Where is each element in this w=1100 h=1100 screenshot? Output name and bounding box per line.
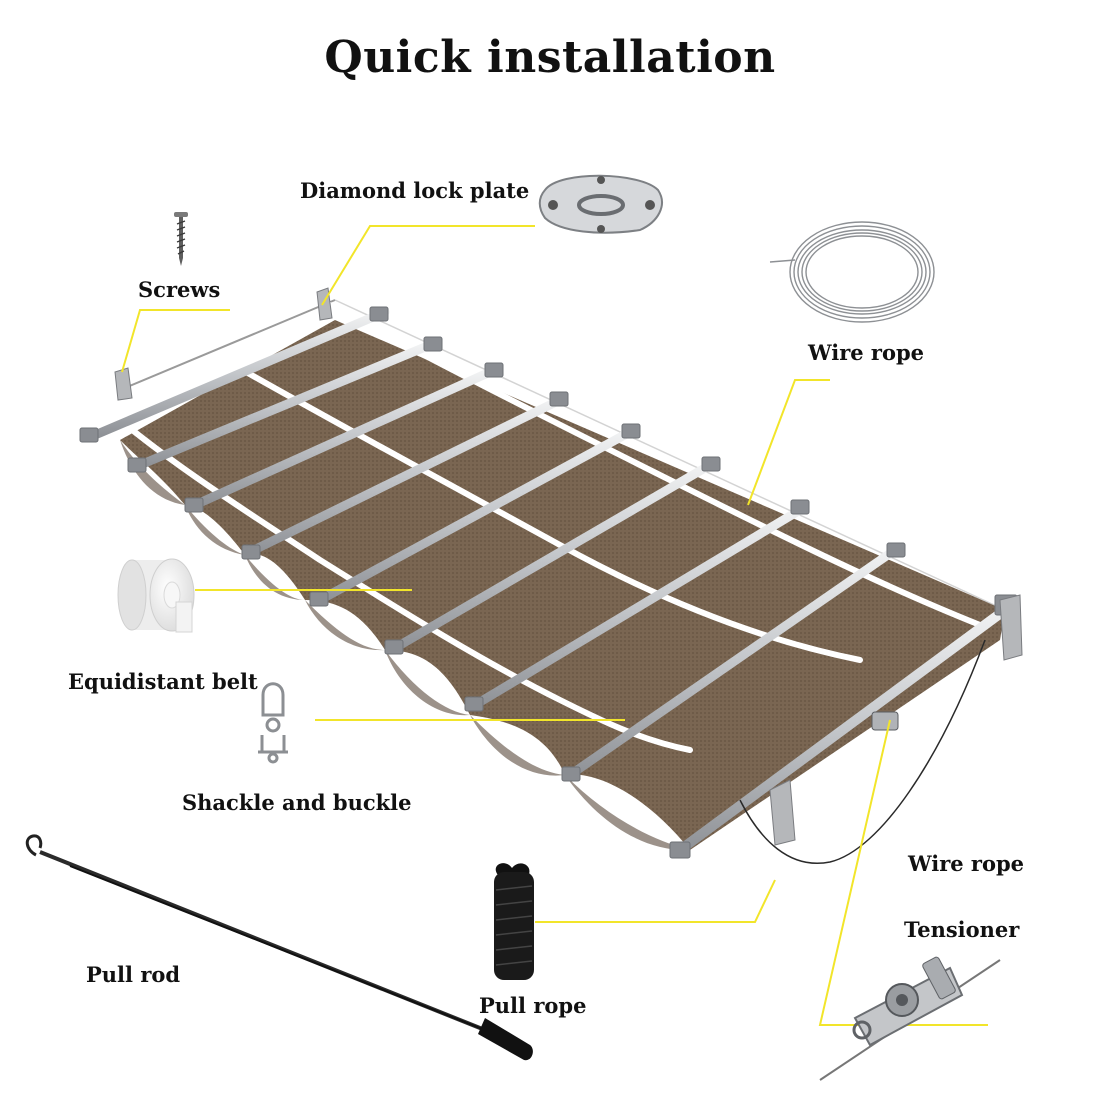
screw-icon	[174, 212, 188, 266]
label-wire-rope-bottom: Wire rope	[908, 851, 1025, 876]
belt-roll-icon	[117, 558, 195, 633]
label-pull-rod: Pull rod	[86, 962, 181, 987]
pull-rod-icon	[25, 834, 533, 1061]
tensioner-icon	[819, 956, 1001, 1081]
pull-rope-icon	[494, 863, 534, 980]
label-screws: Screws	[138, 277, 221, 302]
back-edge-wire	[334, 299, 1006, 611]
label-tensioner: Tensioner	[904, 917, 1020, 942]
leader-lines	[121, 225, 988, 1026]
wire-rope-coil-icon	[769, 221, 935, 323]
label-diamond-lock-plate: Diamond lock plate	[300, 178, 530, 203]
inline-tensioner	[871, 711, 899, 731]
label-shackle-and-buckle: Shackle and buckle	[182, 790, 412, 815]
label-pull-rope: Pull rope	[479, 993, 587, 1018]
label-equidistant-belt: Equidistant belt	[68, 669, 258, 694]
label-wire-rope-top: Wire rope	[808, 340, 925, 365]
shackle-icon	[258, 682, 288, 764]
top-edge-wire	[119, 299, 336, 391]
diamond-lock-plate-icon	[538, 174, 663, 234]
support-rails	[90, 307, 1010, 855]
lower-wire-rope	[739, 639, 986, 864]
page-title: Quick installation	[324, 32, 776, 83]
mounted-plates	[114, 287, 1023, 846]
rail-end-caps	[79, 306, 1018, 859]
